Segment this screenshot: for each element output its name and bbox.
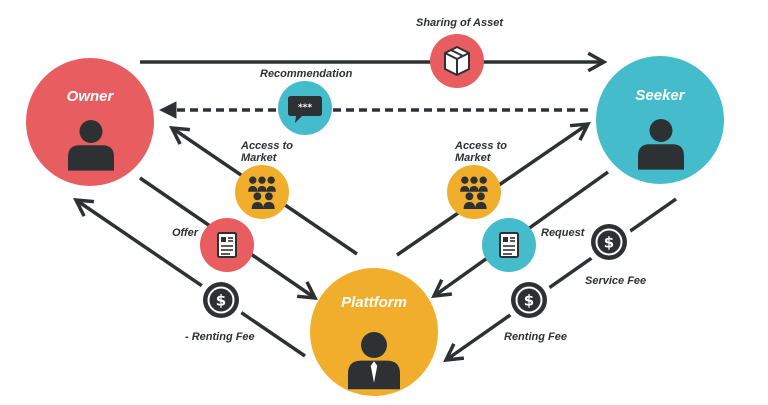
- renting-fee-left-dollar-icon: [197, 276, 245, 324]
- sharing-of-asset-label: Sharing of Asset: [416, 17, 503, 29]
- owner-label: Owner: [66, 88, 114, 105]
- renting-fee-right-label: Renting Fee: [504, 331, 567, 343]
- access-left-label: Access to Market: [241, 140, 293, 164]
- svg-text:***: ***: [298, 103, 312, 113]
- recommendation-label: Recommendation: [260, 68, 353, 80]
- seeker-node: [596, 56, 724, 184]
- renting-fee-right-dollar-icon: [505, 276, 553, 324]
- access-right-label-line1: Access to: [455, 140, 507, 152]
- owner-node: [26, 58, 154, 186]
- service-fee-label: Service Fee: [585, 275, 647, 287]
- offer-label: Offer: [172, 227, 199, 239]
- access-right-group-icon: [447, 165, 501, 219]
- request-document-icon: [482, 218, 536, 272]
- access-left-group-icon: [235, 165, 289, 219]
- box-icon: [430, 34, 484, 88]
- service-fee-dollar-icon: [585, 218, 633, 266]
- arrow-service-fee: [446, 197, 678, 360]
- access-right-label-line2: Market: [455, 152, 491, 164]
- access-left-label-line1: Access to: [241, 140, 293, 152]
- seeker-label: Seeker: [635, 87, 685, 104]
- access-left-label-line2: Market: [241, 152, 277, 164]
- platform-person-icon: [348, 332, 400, 390]
- offer-document-icon: [200, 218, 254, 272]
- renting-fee-left-label: - Renting Fee: [185, 331, 255, 343]
- platform-label: Plattform: [341, 294, 407, 311]
- platform-node: [310, 268, 438, 396]
- request-label: Request: [541, 227, 585, 239]
- access-right-label: Access to Market: [455, 140, 507, 164]
- chat-icon: ***: [278, 81, 332, 135]
- arrow-renting-fee-left: [76, 200, 306, 358]
